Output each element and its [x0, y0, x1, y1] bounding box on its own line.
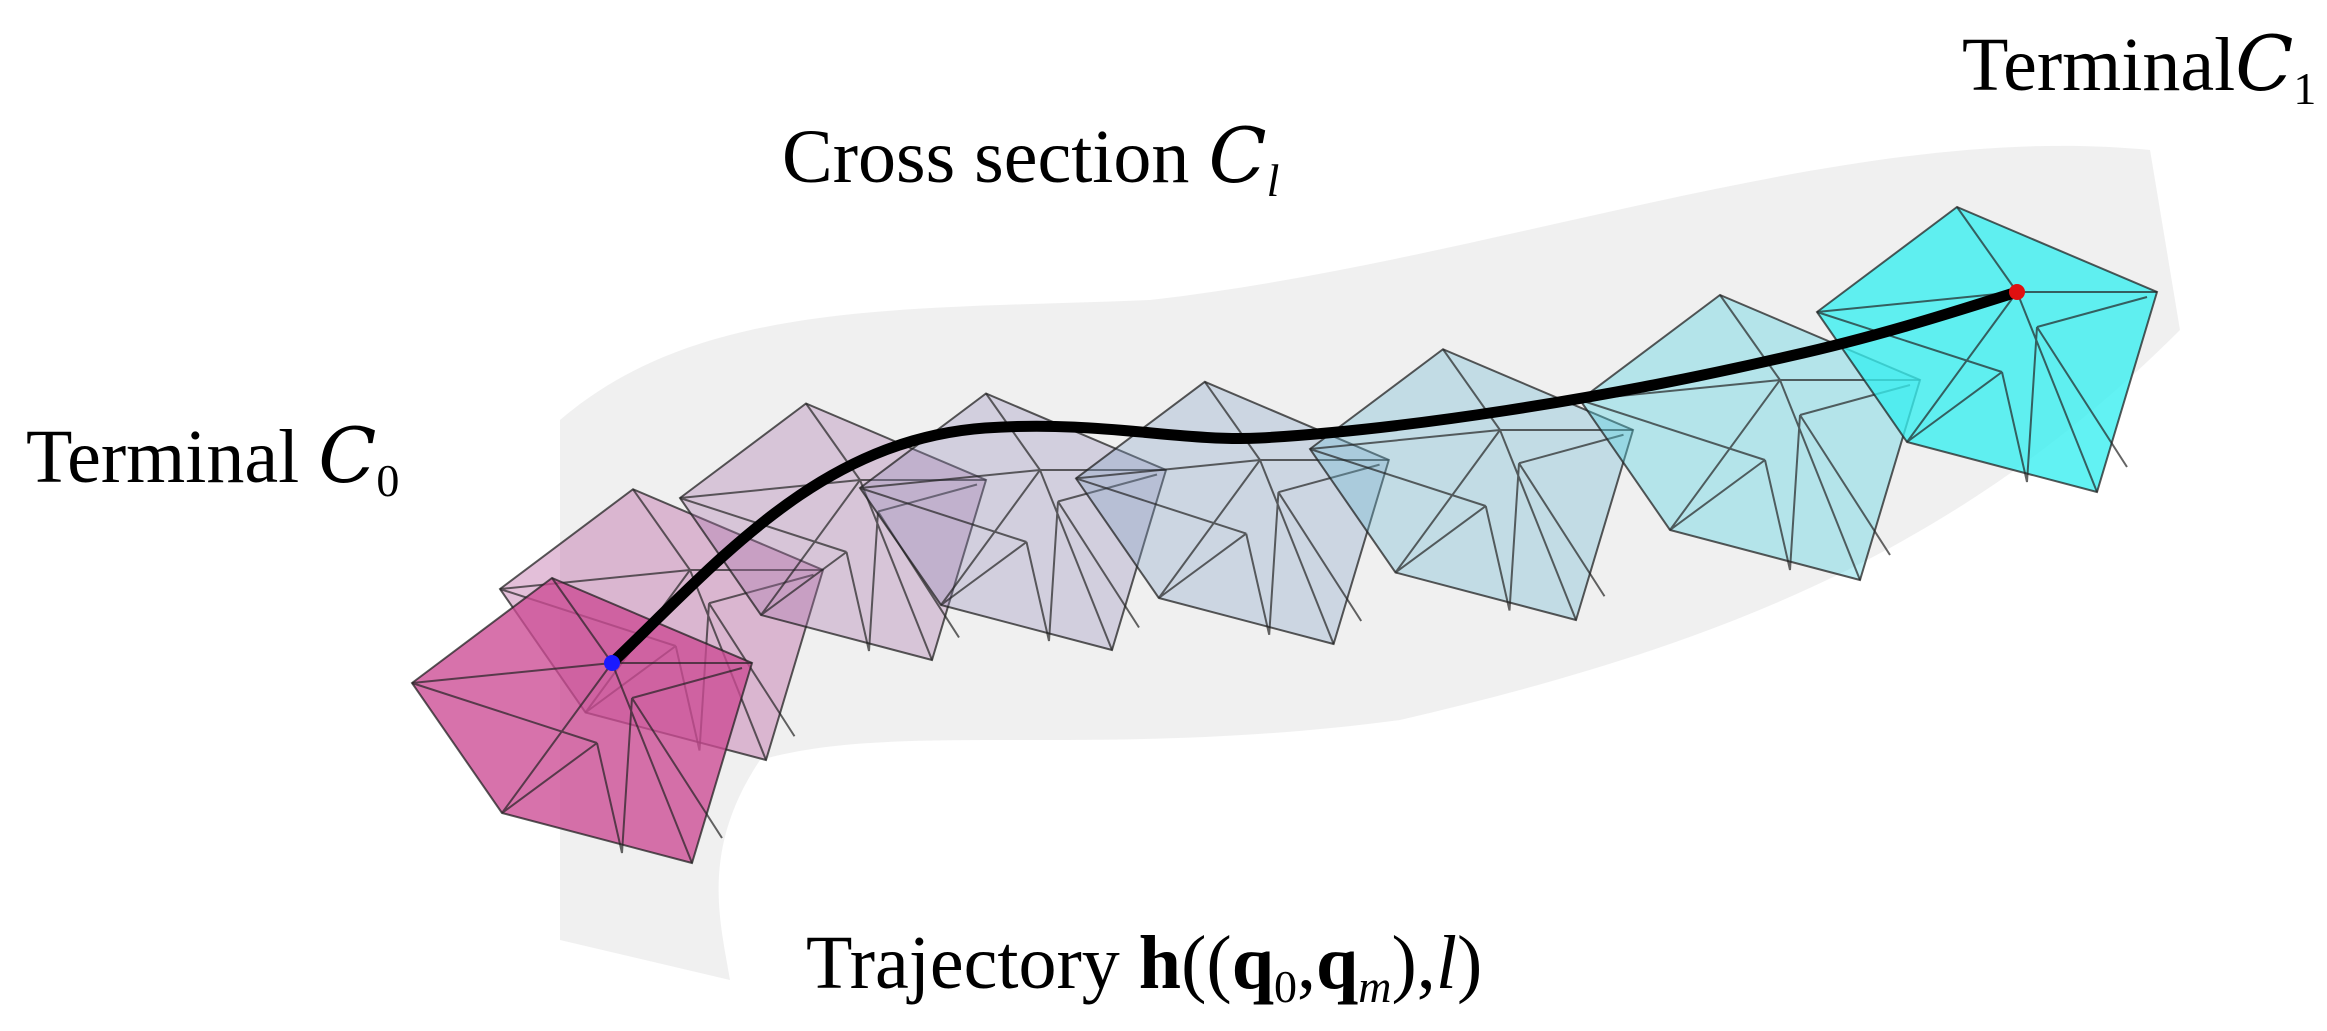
section-face: [1815, 205, 2159, 494]
trajectory-prefix: Trajectory: [806, 921, 1120, 1005]
section-edges: [1579, 294, 1920, 581]
trajectory-close: ),: [1391, 921, 1436, 1005]
trajectory-q0: q: [1231, 921, 1274, 1005]
end-point: [2009, 284, 2025, 300]
trajectory-label: Trajectory h((q0,qm),l): [806, 925, 1482, 1010]
section-edges: [1075, 381, 1389, 645]
terminal-c0-prefix: Terminal: [26, 415, 300, 499]
terminal-c1-prefix: Terminal: [1962, 23, 2236, 107]
trajectory-comma: ,: [1296, 921, 1316, 1005]
terminal-c0-symbol: C: [318, 411, 377, 500]
trajectory-l: l: [1435, 921, 1457, 1005]
start-point: [604, 655, 620, 671]
trajectory-open: ((: [1181, 921, 1232, 1005]
section-edges: [1816, 206, 2157, 493]
terminal-c0-section: [410, 576, 754, 865]
section-face: [1578, 293, 1922, 582]
trajectory-qm: q: [1315, 921, 1359, 1005]
cross-section-subscript: l: [1266, 155, 1280, 206]
cross-section-label: Cross section Cl: [782, 118, 1279, 204]
cross-section-shape: [858, 392, 1168, 652]
section-face: [1308, 348, 1635, 622]
trajectory-qm-sub: m: [1358, 961, 1392, 1012]
terminal-c1-symbol: C: [2235, 19, 2294, 108]
cross-section-shape: [678, 402, 988, 662]
cross-section-symbol: C: [1208, 111, 1267, 200]
terminal-c1-subscript: 1: [2293, 63, 2317, 114]
cross-section-shape: [1308, 348, 1635, 622]
section-face: [858, 392, 1168, 652]
cross-section-prefix: Cross section: [782, 115, 1190, 199]
terminal-c1-label: TerminalC1: [1962, 26, 2316, 112]
section-face: [410, 576, 754, 865]
trajectory-end: ): [1456, 921, 1483, 1005]
cross-sections: [410, 205, 2159, 865]
section-edges: [1309, 348, 1633, 621]
trajectory-q0-sub: 0: [1273, 961, 1297, 1012]
trajectory-h: h: [1138, 921, 1182, 1005]
section-edges: [411, 577, 752, 864]
terminal-c0-subscript: 0: [376, 455, 400, 506]
trajectory-curve: [606, 286, 2023, 669]
terminal-c1-section: [1815, 205, 2159, 494]
cross-section-shape: [1578, 293, 1922, 582]
terminal-c0-label: Terminal C0: [26, 418, 399, 504]
section-face: [678, 402, 988, 662]
